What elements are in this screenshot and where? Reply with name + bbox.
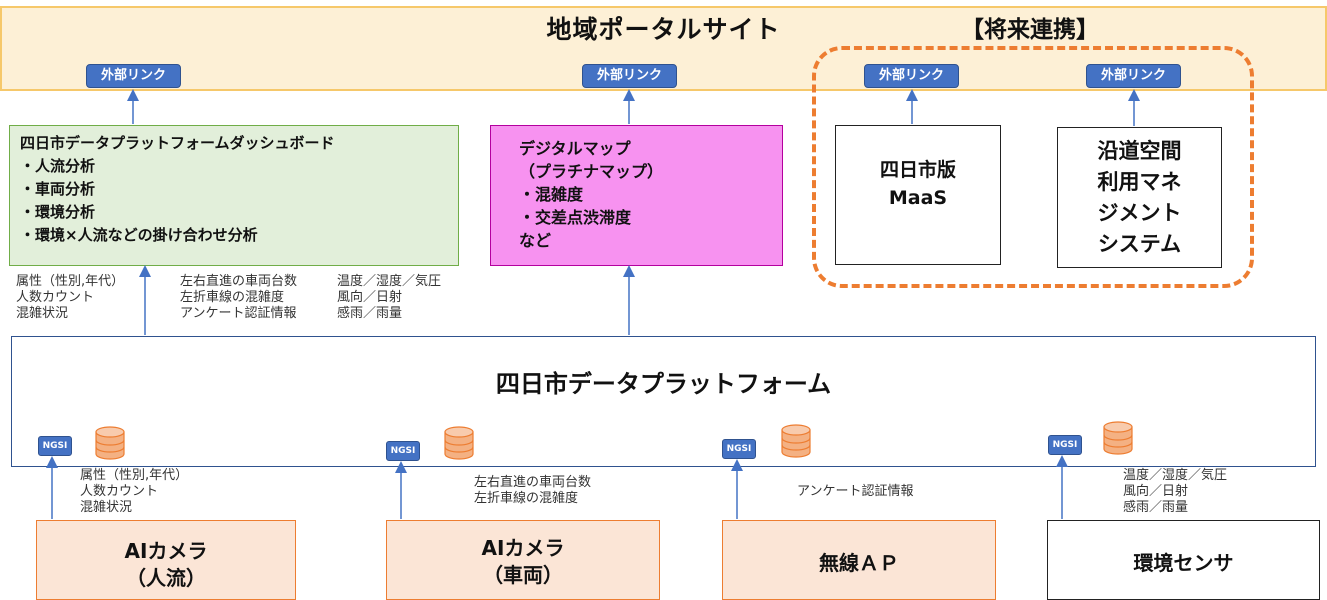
database-icon xyxy=(781,424,811,458)
portal-title: 地域ポータルサイト xyxy=(546,15,781,44)
data-label: 左右直進の車両台数 xyxy=(474,475,592,490)
device-label: 無線ＡＰ xyxy=(819,551,899,575)
map-line: ・混雑度 xyxy=(519,185,584,204)
platform-title: 四日市データプラットフォーム xyxy=(495,370,832,398)
data-label: 感雨／雨量 xyxy=(337,306,403,321)
digital-map-box: デジタルマップ （プラチナマップ） ・混雑度 ・交差点渋滞度 など xyxy=(490,125,783,266)
device-label: 環境センサ xyxy=(1133,551,1234,575)
dashboard-box: 四日市データプラットフォームダッシュボード ・人流分析 ・車両分析 ・環境分析 … xyxy=(9,125,459,266)
road-line: 沿道空間 xyxy=(1097,139,1182,163)
maas-line: 四日市版 xyxy=(879,159,956,181)
ext-link-dashboard[interactable]: 外部リンク xyxy=(86,64,181,88)
database-icon xyxy=(95,426,125,460)
road-line: ジメント xyxy=(1097,201,1182,225)
data-label: 風向／日射 xyxy=(1123,484,1189,499)
maas-box: 四日市版 MaaS xyxy=(835,125,1001,265)
data-label: アンケート認証情報 xyxy=(180,306,297,321)
dashboard-item: ・環境×人流などの掛け合わせ分析 xyxy=(20,226,258,244)
map-line: デジタルマップ xyxy=(519,139,631,158)
maas-line: MaaS xyxy=(888,187,948,209)
data-platform-box xyxy=(11,336,1316,467)
map-line: （プラチナマップ） xyxy=(519,162,664,181)
future-group-outline xyxy=(812,46,1254,288)
road-line: 利用マネ xyxy=(1097,170,1182,194)
road-line: システム xyxy=(1097,232,1182,256)
device-label: AIカメラ xyxy=(124,539,208,563)
data-label: 風向／日射 xyxy=(337,290,403,305)
database-icon xyxy=(444,426,474,460)
data-label: 人数カウント xyxy=(16,290,95,305)
lower-people-data: 属性（性別,年代） 人数カウント 混雑状況 xyxy=(80,468,188,516)
ai-camera-vehicle-box: AIカメラ （車両） xyxy=(386,520,660,600)
map-line: ・交差点渋滞度 xyxy=(519,208,632,227)
ngsi-badge-people: NGSI xyxy=(38,436,72,456)
ext-link-road[interactable]: 外部リンク xyxy=(1086,64,1181,88)
upper-vehicle-data: 左右直進の車両台数 左折車線の混雑度 アンケート認証情報 xyxy=(180,274,297,322)
data-label: 混雑状況 xyxy=(80,500,133,515)
device-label: （人流） xyxy=(126,566,206,590)
data-label: 属性（性別,年代） xyxy=(16,274,125,289)
lower-env-data: 温度／湿度／気圧 風向／日射 感雨／雨量 xyxy=(1123,468,1227,516)
device-label: （車両） xyxy=(483,563,563,587)
data-label: 人数カウント xyxy=(80,484,159,499)
data-label: 感雨／雨量 xyxy=(1123,500,1189,515)
data-label: 温度／湿度／気圧 xyxy=(1123,468,1228,483)
database-icon xyxy=(1103,421,1133,455)
wireless-ap-box: 無線ＡＰ xyxy=(722,520,996,600)
data-label: 左折車線の混雑度 xyxy=(474,491,579,506)
map-line: など xyxy=(519,231,552,250)
data-label: 左折車線の混雑度 xyxy=(180,290,285,305)
dashboard-item: ・環境分析 xyxy=(20,203,96,221)
road-management-box: 沿道空間 利用マネ ジメント システム xyxy=(1057,127,1222,268)
future-label: 【将来連携】 xyxy=(961,17,1099,43)
upper-env-data: 温度／湿度／気圧 風向／日射 感雨／雨量 xyxy=(337,274,441,322)
ngsi-badge-vehicle: NGSI xyxy=(386,441,420,461)
lower-vehicle-data: 左右直進の車両台数 左折車線の混雑度 xyxy=(474,475,591,507)
data-label: 混雑状況 xyxy=(16,306,69,321)
ngsi-badge-wifi: NGSI xyxy=(722,439,756,459)
ngsi-badge-env: NGSI xyxy=(1048,435,1082,455)
lower-wifi-data: アンケート認証情報 xyxy=(797,484,913,500)
device-label: AIカメラ xyxy=(481,536,565,560)
ext-link-maas[interactable]: 外部リンク xyxy=(864,64,959,88)
data-label: 温度／湿度／気圧 xyxy=(337,274,442,289)
upper-people-data: 属性（性別,年代） 人数カウント 混雑状況 xyxy=(16,274,124,322)
env-sensor-box: 環境センサ xyxy=(1047,520,1320,600)
dashboard-title: 四日市データプラットフォームダッシュボード xyxy=(20,134,335,152)
ai-camera-people-box: AIカメラ （人流） xyxy=(36,520,296,600)
dashboard-item: ・人流分析 xyxy=(20,157,96,175)
ext-link-map[interactable]: 外部リンク xyxy=(582,64,677,88)
dashboard-item: ・車両分析 xyxy=(20,180,96,198)
data-label: 左右直進の車両台数 xyxy=(180,274,298,289)
data-label: アンケート認証情報 xyxy=(797,484,914,499)
data-label: 属性（性別,年代） xyxy=(80,468,189,483)
